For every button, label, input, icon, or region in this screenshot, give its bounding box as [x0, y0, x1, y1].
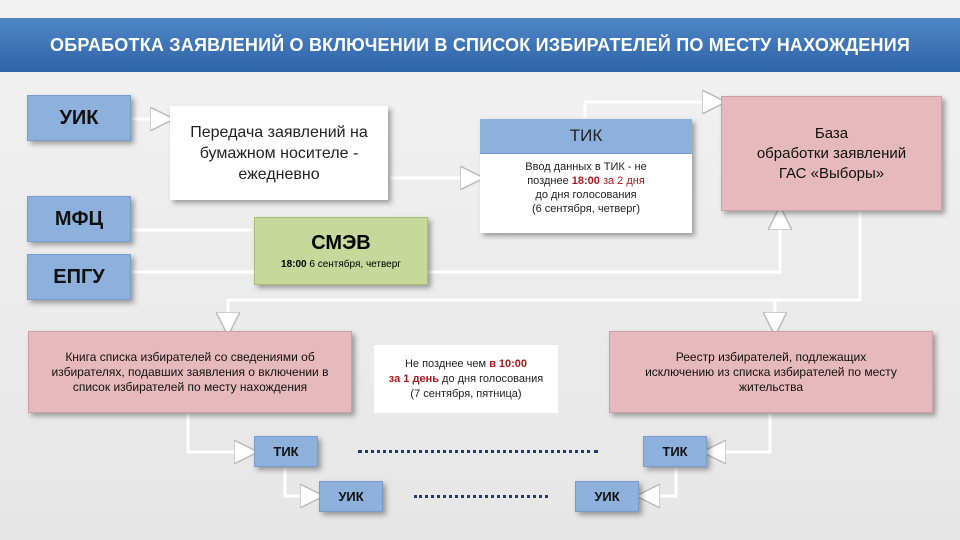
arrow-tik-uik-right	[642, 468, 678, 496]
dotted-separator-bottom	[414, 495, 548, 498]
tik-bottom-left: ТИК	[254, 436, 318, 467]
gas-vybory-base-box: База обработки заявлений ГАС «Выборы»	[721, 96, 942, 211]
smev-box: СМЭВ 18:00 6 сентября, четверг	[254, 217, 428, 285]
arrow-base-book	[228, 212, 862, 330]
tik-top-box: ТИК Ввод данных в ТИК - не позднее 18:00…	[480, 119, 692, 233]
paper-transfer-box: Передача заявлений на бумажном носителе …	[170, 106, 388, 200]
tik-top-text: Ввод данных в ТИК - не позднее 18:00 за …	[525, 161, 647, 215]
deadline-note: Не позднее чем в 10:00 за 1 день до дня …	[374, 345, 558, 413]
page-title: ОБРАБОТКА ЗАЯВЛЕНИЙ О ВКЛЮЧЕНИИ В СПИСОК…	[50, 34, 910, 55]
tik-top-header: ТИК	[480, 119, 692, 154]
uik-bottom-left: УИК	[319, 481, 383, 512]
voter-list-book-box: Книга списка избирателей со сведениями о…	[28, 331, 352, 413]
dotted-separator-top	[358, 450, 598, 453]
uik-bottom-right: УИК	[575, 481, 639, 512]
uik-box: УИК	[27, 95, 131, 141]
arrow-registry-tik	[708, 414, 772, 452]
arrow-tik-uik	[283, 468, 318, 496]
epgu-box: ЕПГУ	[27, 254, 131, 300]
arrow-book-tik	[186, 414, 252, 452]
tik-bottom-right: ТИК	[643, 436, 707, 467]
mfc-box: МФЦ	[27, 196, 131, 242]
arrow-tik-base	[583, 102, 720, 118]
title-bar: ОБРАБОТКА ЗАЯВЛЕНИЙ О ВКЛЮЧЕНИИ В СПИСОК…	[0, 18, 960, 72]
exclusion-registry-box: Реестр избирателей, подлежащих исключени…	[609, 331, 933, 413]
